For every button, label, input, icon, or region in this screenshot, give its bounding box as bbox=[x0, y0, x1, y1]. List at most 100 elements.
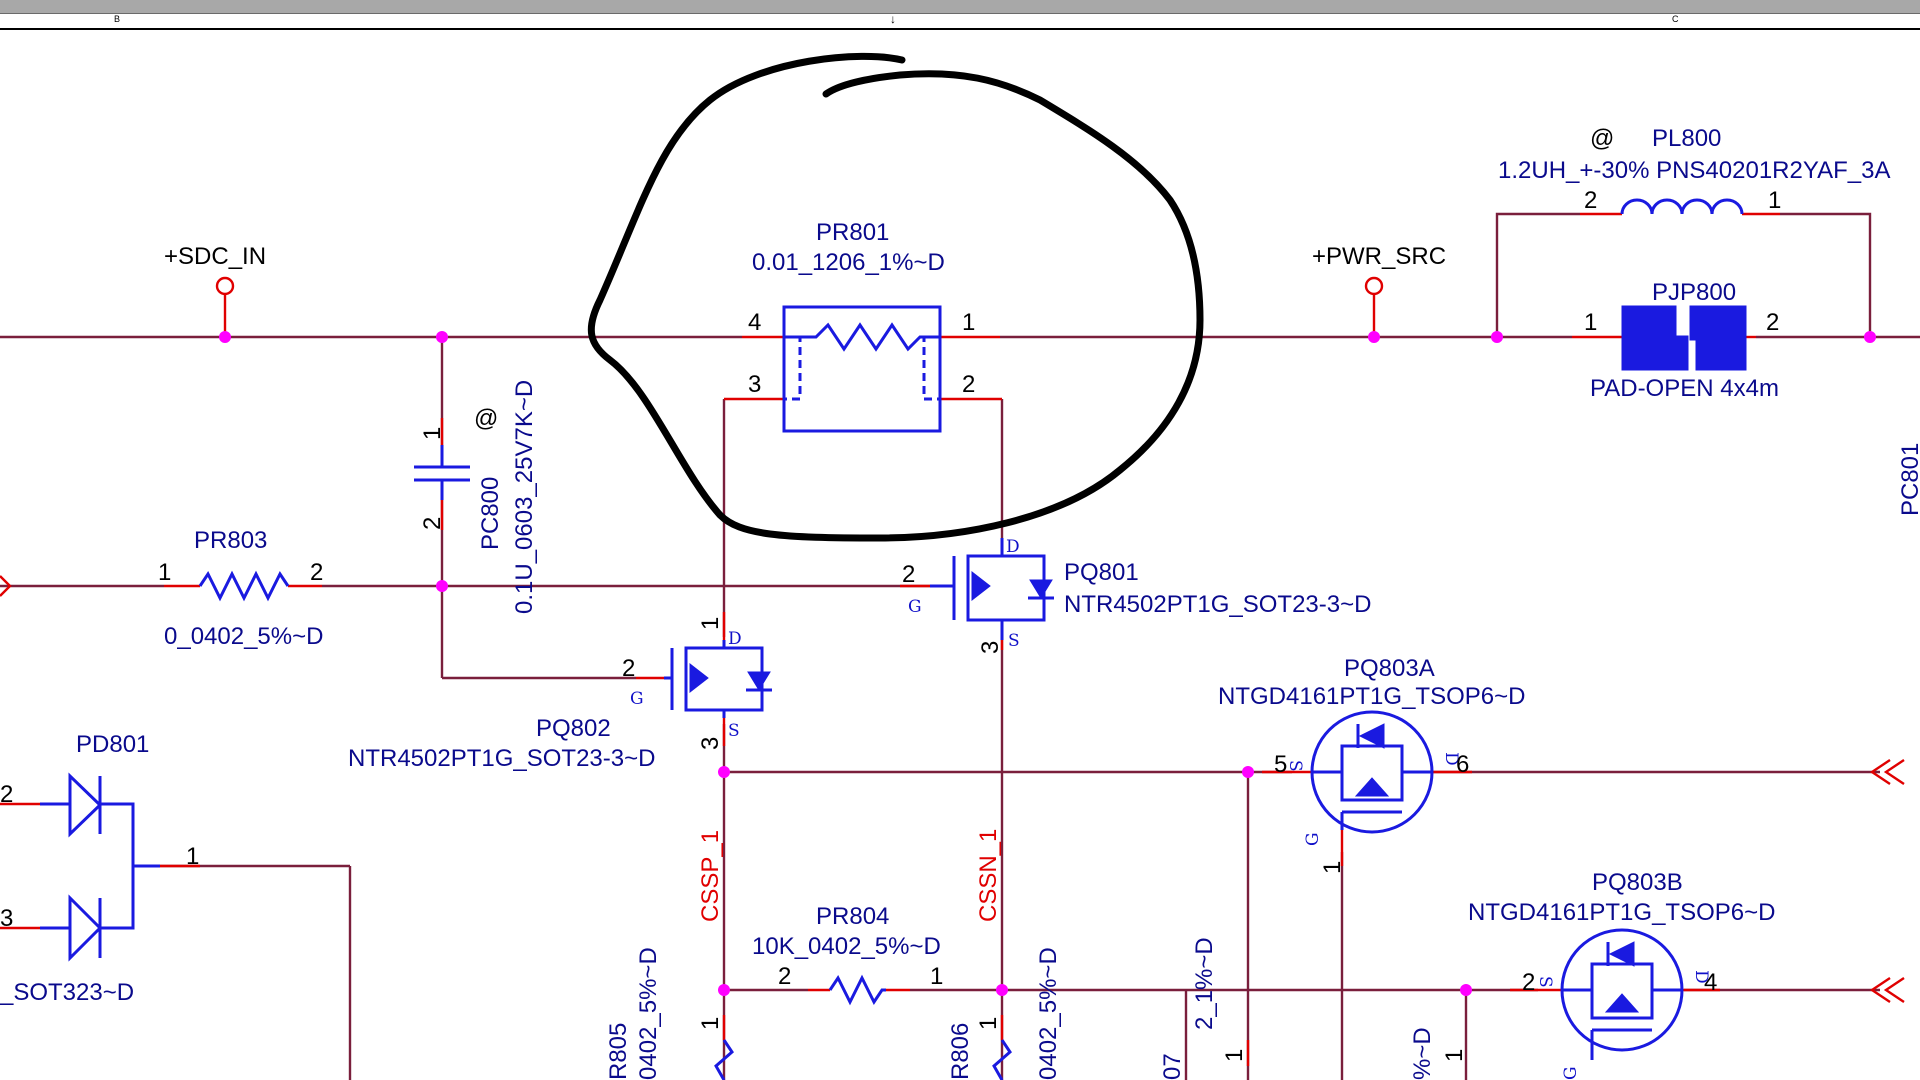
component-pq803b[interactable]: PQ803B NTGD4161PT1G_TSOP6~D S D G 2 4 bbox=[1468, 869, 1775, 1080]
pq803a-source-letter: S bbox=[1285, 760, 1305, 772]
offpage-connector-pq803b[interactable] bbox=[1869, 977, 1905, 1003]
pq803a-pin5: 5 bbox=[1274, 751, 1287, 778]
component-pd801[interactable]: PD801 2 3 1 _SOT323~D bbox=[0, 731, 199, 1006]
pc800-value: 0.1U_0603_25V7K~D bbox=[511, 380, 538, 614]
pr803-pin2: 2 bbox=[310, 559, 323, 586]
pr801-value: 0.01_1206_1%~D bbox=[752, 249, 945, 276]
pr804-value: 10K_0402_5%~D bbox=[752, 933, 941, 960]
net-flag-sdc-in[interactable]: +SDC_IN bbox=[164, 243, 266, 337]
pq802-gate-letter: G bbox=[630, 689, 644, 709]
sheet-zone-ruler: B ↓ C bbox=[0, 12, 1920, 30]
pr801-pin1: 1 bbox=[962, 309, 975, 336]
pd801-pin1: 1 bbox=[186, 843, 199, 870]
component-pr805-partial[interactable]: R805 0402_5%~D 1 bbox=[605, 947, 734, 1080]
component-pq802[interactable]: D S G 1 2 3 PQ802 NTR4502PT1G_SOT23-3~D bbox=[348, 617, 772, 772]
zone-label-b: B bbox=[114, 14, 121, 24]
pq803a-gate-letter: G bbox=[1303, 832, 1323, 846]
pc801-ref-partial: PC801 bbox=[1897, 443, 1920, 516]
component-pr807-partial[interactable]: 07 2_1%~D 1 bbox=[1159, 937, 1248, 1080]
pq803b-pin4: 4 bbox=[1704, 969, 1717, 996]
component-pr801[interactable]: PR801 0.01_1206_1%~D 4 1 3 2 bbox=[748, 219, 975, 433]
component-pc800[interactable]: 1 2 @ PC800 0.1U_0603_25V7K~D bbox=[414, 380, 538, 614]
pjp800-ref: PJP800 bbox=[1652, 279, 1736, 306]
pq803b-pin2: 2 bbox=[1522, 969, 1535, 996]
pjp800-value: PAD-OPEN 4x4m bbox=[1590, 375, 1779, 402]
pl800-pin1: 1 bbox=[1768, 187, 1781, 214]
pr801-pin4: 4 bbox=[748, 309, 761, 336]
pr806-value: 0402_5%~D bbox=[1035, 947, 1062, 1080]
pin-stubs bbox=[0, 212, 1780, 1066]
pq802-pin3: 3 bbox=[697, 737, 724, 750]
pr804-pin1: 1 bbox=[930, 963, 943, 990]
net-name-pwr-src: +PWR_SRC bbox=[1312, 243, 1446, 270]
pr807-pin1: 1 bbox=[1221, 1049, 1248, 1062]
component-pr803[interactable]: PR803 1 2 0_0402_5%~D bbox=[158, 527, 323, 650]
pq803a-ref: PQ803A bbox=[1344, 655, 1435, 682]
hand-drawn-highlight-circle bbox=[587, 52, 1204, 542]
pq802-source-letter: S bbox=[728, 721, 740, 741]
pq803b-drain-letter: D bbox=[1691, 970, 1711, 984]
pq802-drain-letter: D bbox=[728, 629, 742, 649]
pd801-value: _SOT323~D bbox=[0, 979, 134, 1006]
pr801-pin2: 2 bbox=[962, 371, 975, 398]
pr805-value: 0402_5%~D bbox=[635, 947, 662, 1080]
pq801-gate-letter: G bbox=[908, 597, 922, 617]
pq801-pin3: 3 bbox=[977, 641, 1004, 654]
pr801-ref: PR801 bbox=[816, 219, 889, 246]
pq801-drain-letter: D bbox=[1006, 537, 1020, 557]
pq801-value: NTR4502PT1G_SOT23-3~D bbox=[1064, 591, 1371, 618]
pr805-pin1: 1 bbox=[697, 1017, 724, 1030]
component-pr804[interactable]: PR804 10K_0402_5%~D 2 1 bbox=[752, 903, 943, 1006]
net-label-cssn: CSSN_1 bbox=[975, 829, 1002, 922]
pr804-pin2: 2 bbox=[778, 963, 791, 990]
pq802-pin2: 2 bbox=[622, 655, 635, 682]
pr801-pin3: 3 bbox=[748, 371, 761, 398]
pd801-pin2: 2 bbox=[0, 781, 13, 808]
pr806-ref: R806 bbox=[947, 1023, 974, 1080]
pc800-at-symbol: @ bbox=[474, 405, 498, 432]
component-pq803a[interactable]: PQ803A NTGD4161PT1G_TSOP6~D S D G 5 6 1 bbox=[1218, 655, 1525, 874]
pq801-pin2: 2 bbox=[902, 561, 915, 588]
pq803a-pin6: 6 bbox=[1456, 751, 1469, 778]
pq802-pin1: 1 bbox=[697, 617, 724, 630]
window-title-bar bbox=[0, 0, 1920, 14]
pjp800-pin2: 2 bbox=[1766, 309, 1779, 336]
pq803b-ref: PQ803B bbox=[1592, 869, 1683, 896]
pl800-value: 1.2UH_+-30% PNS40201R2YAF_3A bbox=[1498, 157, 1890, 184]
schematic-canvas[interactable]: +SDC_IN +PWR_SRC PR801 0.01_1206_1%~D 4 … bbox=[0, 28, 1920, 1080]
net-label-cssp: CSSP_1 bbox=[697, 830, 724, 922]
pr803-value: 0_0402_5%~D bbox=[164, 623, 323, 650]
junctions bbox=[219, 331, 1876, 996]
pr808-pin1: 1 bbox=[1441, 1049, 1468, 1062]
offpage-connector-left[interactable] bbox=[0, 575, 12, 597]
pc800-pin2: 2 bbox=[419, 517, 446, 530]
pd801-pin3: 3 bbox=[0, 905, 13, 932]
pq803b-source-letter: S bbox=[1535, 976, 1555, 988]
pr803-ref: PR803 bbox=[194, 527, 267, 554]
component-pl800[interactable]: @ PL800 1.2UH_+-30% PNS40201R2YAF_3A 2 1 bbox=[1498, 125, 1890, 215]
pq803a-drain-letter: D bbox=[1441, 752, 1461, 766]
pc800-pin1: 1 bbox=[419, 427, 446, 440]
pjp800-pin1: 1 bbox=[1584, 309, 1597, 336]
pr804-ref: PR804 bbox=[816, 903, 889, 930]
pr807-ref: 07 bbox=[1159, 1053, 1186, 1080]
pq801-source-letter: S bbox=[1008, 631, 1020, 651]
pq802-value: NTR4502PT1G_SOT23-3~D bbox=[348, 745, 655, 772]
pr805-ref: R805 bbox=[605, 1023, 632, 1080]
zone-marker-arrow-icon: ↓ bbox=[890, 12, 896, 26]
pl800-pin2: 2 bbox=[1584, 187, 1597, 214]
net-flag-pwr-src[interactable]: +PWR_SRC bbox=[1312, 243, 1446, 337]
offpage-connector-pq803a[interactable] bbox=[1869, 759, 1905, 785]
component-pjp800[interactable]: PJP800 1 2 PAD-OPEN 4x4m bbox=[1584, 279, 1779, 402]
component-pr806-partial[interactable]: R806 0402_5%~D 1 bbox=[947, 947, 1062, 1080]
pq803a-value: NTGD4161PT1G_TSOP6~D bbox=[1218, 683, 1525, 710]
component-pr808-partial[interactable]: %~D 1 bbox=[1409, 1027, 1468, 1080]
pq802-ref: PQ802 bbox=[536, 715, 611, 742]
net-name-sdc-in: +SDC_IN bbox=[164, 243, 266, 270]
pd801-ref: PD801 bbox=[76, 731, 149, 758]
pc800-ref: PC800 bbox=[477, 477, 504, 550]
component-pq801[interactable]: D S G 2 3 PQ801 NTR4502PT1G_SOT23-3~D bbox=[902, 537, 1371, 654]
pr808-value: %~D bbox=[1409, 1027, 1436, 1080]
pr806-pin1: 1 bbox=[975, 1017, 1002, 1030]
pq803b-gate-letter: G bbox=[1561, 1066, 1581, 1080]
